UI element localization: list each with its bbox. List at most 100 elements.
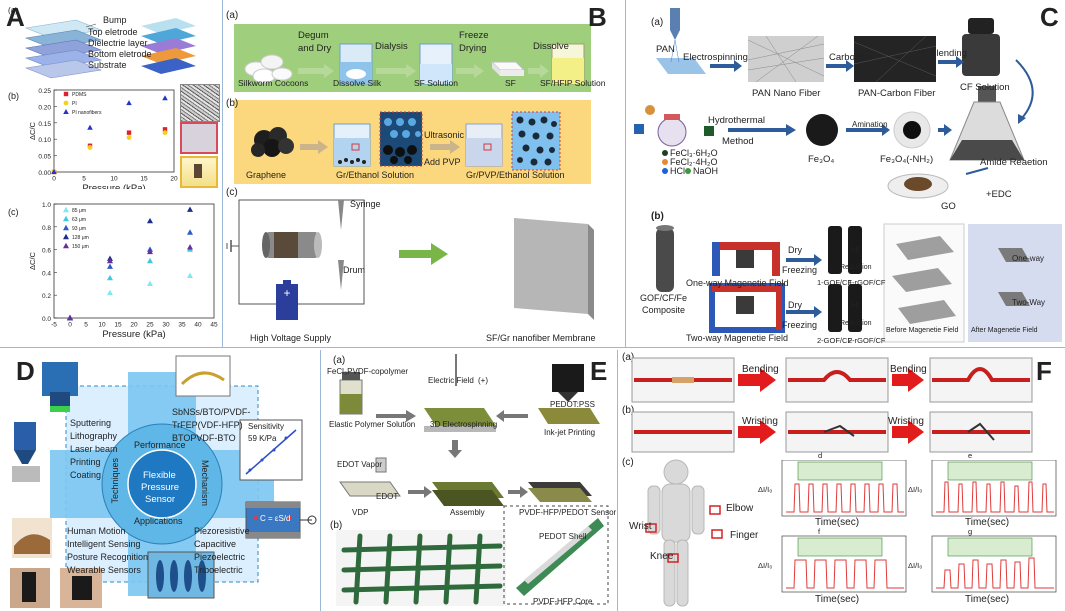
label-freezing-2: Freezing [782,320,818,330]
panel-f-tag-a: (a) [622,352,635,363]
curved-arrow [1015,59,1034,119]
label-1-rgof: 1-rGOF/CF [848,278,886,287]
body-wrist: Wrist [629,521,652,532]
graph-e-tag: e [968,451,973,460]
panel-f-letter: F [1036,356,1052,386]
label-one-way: One-way [1012,254,1045,263]
panel-d-illustrations [10,355,317,608]
label-cf-solution: CF Solution [960,82,1010,93]
data-point [187,229,193,235]
material-2: TrFEP(VDF-HFP) [172,420,243,430]
label-reduction-2: Reduction [840,320,872,327]
row-a-label-sf-solution: SF Solution [414,78,458,88]
label-pan-carbon: PAN-Carbon Fiber [858,88,936,99]
graph-f-ylabel: ΔI/I₀ [758,561,773,570]
sem-image-nanofibers [180,84,220,122]
after-field-box [968,224,1062,342]
sem-image-film [180,122,218,154]
drum-icon [262,232,322,258]
panel-a-letter: A [6,2,25,32]
row-b-label-graphene: Graphene [246,170,287,180]
technique-coating: Coating [70,470,102,480]
label-dry-2: Dry [788,300,802,310]
label-1-gof: 1-GOF/CF [817,278,852,287]
label-freezing-1: Freezing [782,265,818,275]
layer-label-bump: Bump [103,15,127,25]
material-1: SbNSs/BTO/PVDF- [172,407,251,417]
x-tick-label: 20 [130,322,138,329]
row-b-label-gr-ethanol: Gr/Ethanol Solution [336,170,415,180]
application-human-motion: Human Motion [67,526,126,536]
label-hydrothermal: Hydrothermal [708,115,766,126]
data-point [126,130,132,135]
layer-bottom-electrode [24,48,196,69]
label-inkjet: Ink-jet Printing [544,428,596,437]
label-carbonize: Carbonize [829,52,873,63]
beaker-gr-ethanol-icon [333,123,371,167]
label-drum: Drum [343,265,365,275]
panel-c-illustrations [634,8,1062,343]
graph-d-tag: d [818,451,823,460]
material-3: BTOPVDF-BTO [172,433,236,443]
panel-a-tag-a: (a) [8,6,18,15]
y-tick-label: 0.2 [42,293,51,300]
data-point [63,224,69,231]
fe3o4-nh2-image [893,111,931,149]
pan-nanofiber-image [748,36,824,82]
label-assembly: Assembly [450,508,485,517]
panel-f-tag-b: (b) [622,405,635,416]
panel-f-tag-c: (c) [622,457,634,468]
panel-e-tag-b: (b) [330,520,343,531]
legend-label: PI [72,101,77,107]
label-fe3o4-nh2: Fe₃O₄(-NH₂) [880,154,934,165]
y-tick-label: 0.20 [38,104,51,111]
knee-marker [667,553,679,563]
label-gof-cf-fe: GOF/CF/Fe [640,293,687,303]
photo-bent [785,357,889,403]
legend-label: PDMS [72,92,87,98]
label-method: Method [722,136,754,147]
assembly-icon [432,482,504,506]
reagent-naoh: NaOH [693,166,719,176]
graphene-icon [251,127,294,157]
vial-icon [339,372,363,415]
capacitor-icon [245,501,317,539]
label-edot-vapor: EDOT Vapor [337,460,383,469]
one-way-magnet-icon [712,242,780,276]
row-a-arrow-dialysis: Dialysis [375,41,408,52]
graph-g [931,535,1057,593]
label-fecl3-pvdf: FeCl₃PVDF-copolymer [327,367,409,376]
body-knee: Knee [650,551,674,562]
action-wristing-2: Wristing [888,416,924,427]
data-point [147,217,153,224]
y-axis-label: ΔC/C [28,121,37,140]
label-go: GO [941,201,956,212]
label-blending: Blending [930,48,967,59]
graph-d [781,460,907,517]
label-2-rgof: 2-rGOF/CF [848,336,886,345]
y-tick-label: 0.15 [38,121,51,128]
x-tick-label: 30 [162,322,170,329]
piezo-stack-icon [147,551,215,599]
composite-cylinder-icon [656,225,674,292]
label-two-way-field: Two-way Magenetie Field [686,333,789,343]
electrospinning-setup: + [226,199,594,320]
body-elbow: Elbow [726,503,754,514]
x-tick-label: 25 [146,322,154,329]
row-a-label-dissolve: Dissolve Silk [333,78,382,88]
panel-c-tag-b: (b) [651,211,664,222]
photo-twist-start [631,411,735,453]
center-label-3: Sensor [145,494,176,505]
label-pvdf-core: PVDF-HFP Core [533,597,593,606]
label-membrane: SF/Gr nanofiber Membrane [486,333,596,343]
label-two-way: Two-Way [1012,298,1046,307]
technique-laser: Laser beam [70,444,118,454]
ring-applications: Applications [134,516,183,526]
layer-dielectric [24,38,196,59]
data-point [63,233,69,240]
legend-label: 85 μm [72,208,86,214]
go-dish-icon [887,173,949,199]
y-tick-label: 0.25 [38,88,51,95]
